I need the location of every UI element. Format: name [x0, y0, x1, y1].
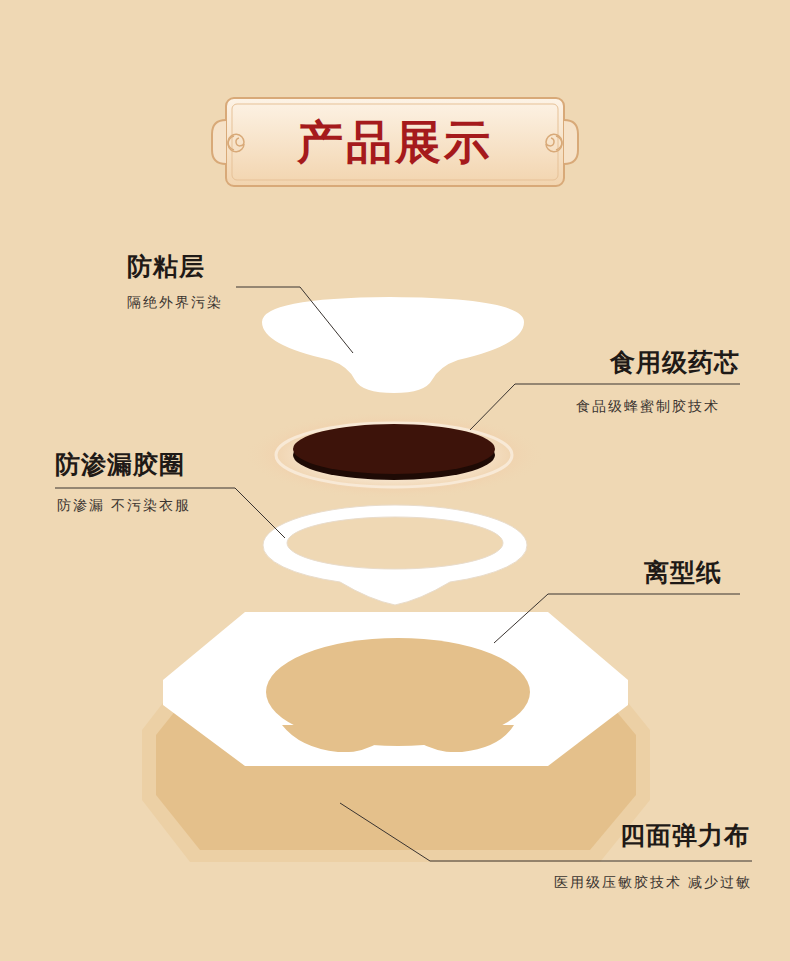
part-note: 防渗漏 不污染衣服: [57, 497, 191, 513]
part-note: 隔绝外界污染: [127, 294, 223, 310]
anti-stick-layer: [262, 297, 524, 393]
part-note: 医用级压敏胶技术 减少过敏: [554, 874, 752, 890]
part-name: 防渗漏胶圈: [55, 451, 185, 480]
page-title: 产品展示: [297, 117, 493, 168]
part-name: 离型纸: [644, 559, 722, 588]
release-paper: [163, 612, 628, 766]
medicine-core: [244, 411, 544, 499]
anti-leak-ring: [263, 505, 527, 605]
part-name: 食用级药芯: [610, 349, 740, 378]
title-banner: [212, 98, 578, 186]
leader-lines: [55, 287, 752, 861]
part-note: 食品级蜂蜜制胶技术: [576, 398, 720, 414]
part-name: 四面弹力布: [620, 822, 750, 851]
part-name: 防粘层: [127, 253, 205, 282]
